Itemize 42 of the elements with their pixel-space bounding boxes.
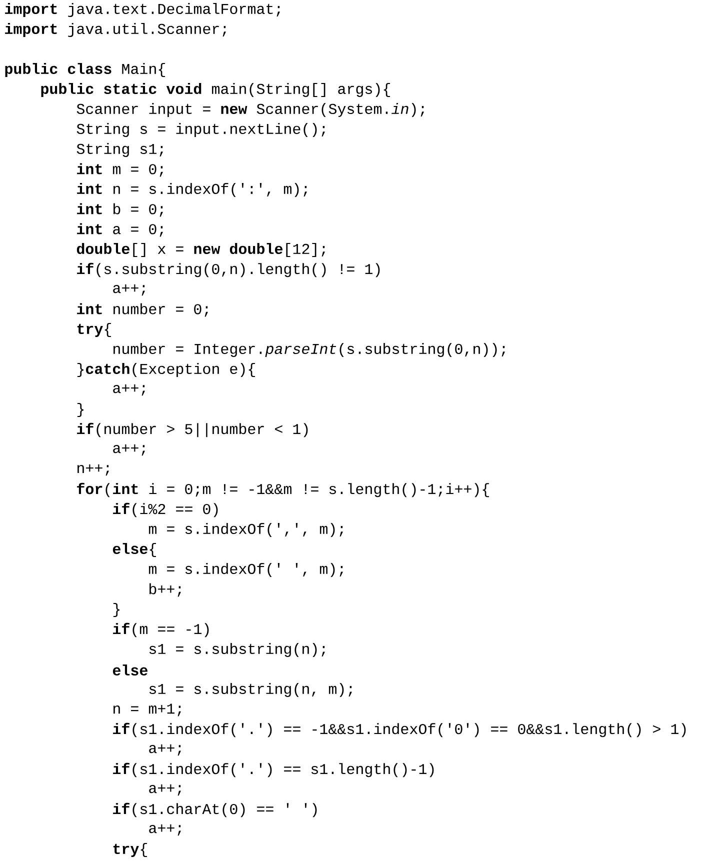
code-line: n = m+1;	[114, 704, 181, 716]
code-line: }catch(Exception e){	[77, 363, 255, 377]
code-line: m = s.indexOf(',', m);	[148, 523, 343, 537]
code-line: int b = 0;	[77, 203, 163, 217]
code-line: try{	[113, 843, 147, 857]
code-line: if(s.substring(0,n).length() != 1)	[77, 262, 380, 278]
code-line: b++;	[150, 583, 181, 597]
code-line: int a = 0;	[77, 223, 163, 237]
code-line: n++;	[78, 464, 109, 476]
code-line: if(s1.indexOf('.') == -1&&s1.indexOf('0') == 0&&s1.length() > 1)	[113, 722, 686, 738]
code-line: for(int i = 0;m != -1&&m != s.length()-1;i++){	[77, 482, 489, 498]
code-line: a++;	[149, 744, 181, 756]
code-line: }	[77, 403, 84, 417]
code-line: try{	[77, 323, 111, 337]
code-line: import java.text.DecimalFormat;	[5, 3, 280, 17]
code-line: a++;	[113, 384, 145, 396]
code-line: a++;	[149, 824, 181, 836]
code-line: s1 = s.substring(n);	[149, 643, 325, 657]
code-line: String s = input.nextLine();	[76, 123, 325, 137]
code-line: String s1;	[76, 143, 163, 157]
code-line: if(s1.charAt(0) == ' ')	[113, 802, 317, 818]
code-line: }	[113, 603, 120, 617]
code-line: public static void main(String[] args){	[41, 83, 390, 97]
code-line: if(i%2 == 0)	[113, 502, 218, 518]
code-line: int n = s.indexOf(':', m);	[77, 183, 307, 197]
code-line: if(s1.indexOf('.') == s1.length()-1)	[113, 762, 434, 778]
code-line: if(m == -1)	[113, 622, 209, 638]
code-line: else	[112, 664, 148, 676]
code-line: int number = 0;	[77, 303, 208, 317]
code-line: s1 = s.substring(n, m);	[149, 683, 352, 697]
code-line: import java.util.Scanner;	[5, 23, 226, 37]
code-line: int m = 0;	[77, 163, 163, 177]
code-line: if(number > 5||number < 1)	[77, 422, 308, 438]
code-line: a++;	[113, 284, 145, 296]
code-line: else{	[112, 543, 156, 557]
code-line: number = Integer.parseInt(s.substring(0,n));	[114, 343, 505, 357]
code-line: a++;	[113, 444, 145, 456]
code-line: double[] x = new double[12];	[76, 243, 325, 257]
code-line: public class Main{	[5, 63, 165, 77]
code-line: a++;	[149, 784, 181, 796]
code-line: m = s.indexOf(' ', m);	[148, 563, 343, 577]
code-line: Scanner input = new Scanner(System.in);	[76, 103, 424, 117]
